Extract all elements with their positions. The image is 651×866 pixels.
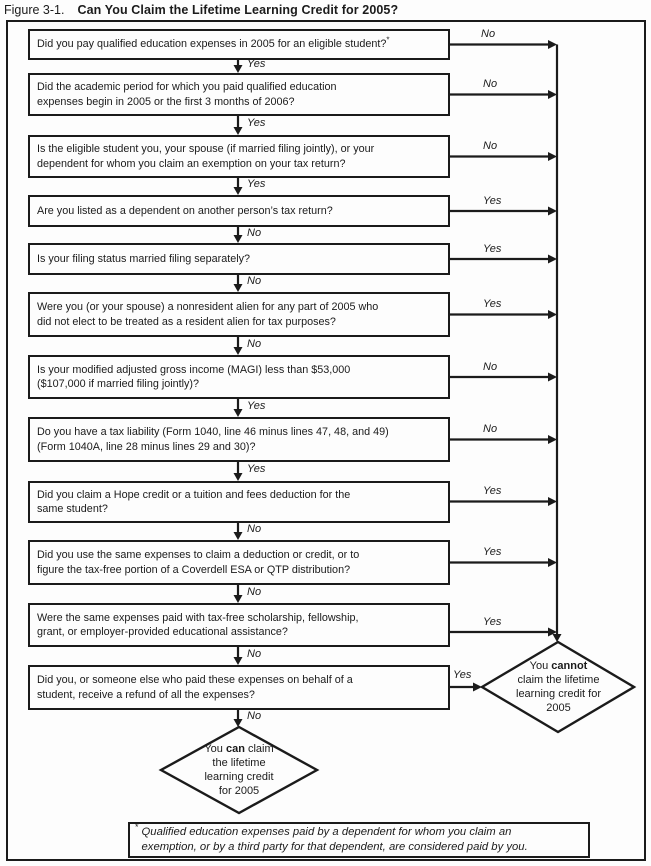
down-label-11: No: [247, 648, 262, 660]
footnote-text: Qualified education expenses paid by a d…: [141, 826, 528, 853]
question-text: Did you claim a Hope credit or a tuition…: [37, 488, 351, 516]
side-arrow-5: [450, 254, 557, 264]
down-label-2: Yes: [247, 117, 266, 129]
outcome-can-text: You can claim the lifetime learning cred…: [204, 743, 274, 797]
figure-title: Figure 3-1. Can You Claim the Lifetime Le…: [4, 3, 398, 17]
down-arrow-1: [233, 60, 243, 73]
question-box-4: Are you listed as a dependent on another…: [28, 195, 450, 227]
question-box-11: Were the same expenses paid with tax-fre…: [28, 603, 450, 647]
flowchart-frame: [6, 20, 646, 861]
down-arrow-2: [233, 116, 243, 135]
side-arrow-12: [450, 682, 482, 692]
side-arrow-8: [450, 435, 557, 444]
outcome-can-diamond: [158, 725, 320, 815]
down-label-5: No: [247, 275, 262, 287]
side-label-10: Yes: [483, 546, 502, 558]
side-label-3: No: [483, 140, 498, 152]
down-arrow-8: [233, 462, 243, 481]
down-label-4: No: [247, 227, 262, 239]
question-text: Did you use the same expenses to claim a…: [37, 549, 360, 576]
question-text: Are you listed as a dependent on another…: [37, 204, 333, 217]
down-label-7: Yes: [247, 400, 266, 412]
side-arrow-10: [450, 558, 557, 567]
side-label-7: No: [483, 361, 498, 373]
question-text: Did the academic period for which you pa…: [37, 81, 337, 108]
question-box-8: Do you have a tax liability (Form 1040, …: [28, 417, 450, 462]
question-box-10: Did you use the same expenses to claim a…: [28, 540, 450, 585]
side-label-12: Yes: [453, 669, 472, 681]
side-label-4: Yes: [483, 195, 502, 207]
outcome-cannot-text: You cannot claim the lifetime learning c…: [516, 660, 601, 714]
down-label-12: No: [247, 710, 262, 722]
question-box-6: Were you (or your spouse) a nonresident …: [28, 292, 450, 337]
footnote-box: * Qualified education expenses paid by a…: [128, 822, 590, 858]
question-box-9: Did you claim a Hope credit or a tuition…: [28, 481, 450, 523]
footnote-marker: *: [386, 35, 390, 45]
down-arrow-12: [233, 710, 243, 727]
side-arrow-11: [450, 627, 557, 637]
question-text: Is the eligible student you, your spouse…: [37, 143, 375, 170]
down-label-1: Yes: [247, 58, 266, 70]
side-label-9: Yes: [483, 485, 502, 497]
side-arrow-2: [450, 90, 557, 99]
down-label-10: No: [247, 586, 262, 598]
down-arrow-3: [233, 178, 243, 195]
question-text: Do you have a tax liability (Form 1040, …: [37, 426, 389, 453]
question-box-12: Did you, or someone else who paid these …: [28, 665, 450, 710]
down-label-8: Yes: [247, 463, 266, 475]
down-arrow-7: [233, 399, 243, 417]
down-arrow-5: [233, 275, 243, 292]
figure-heading: Can You Claim the Lifetime Learning Cred…: [77, 3, 399, 17]
side-arrow-9: [450, 497, 557, 506]
question-text: Is your modified adjusted gross income (…: [37, 363, 351, 391]
side-arrow-6: [450, 310, 557, 319]
down-arrow-11: [233, 647, 243, 665]
side-label-5: Yes: [483, 243, 502, 255]
outcome-cannot-diamond: [479, 640, 637, 734]
side-label-6: Yes: [483, 298, 502, 310]
collector-line: [552, 44, 562, 642]
side-label-2: No: [483, 78, 498, 90]
down-label-9: No: [247, 523, 262, 535]
question-box-1: Did you pay qualified education expenses…: [28, 29, 450, 60]
down-label-3: Yes: [247, 178, 266, 190]
side-arrow-3: [450, 152, 557, 161]
question-box-5: Is your filing status married filing sep…: [28, 243, 450, 275]
down-arrow-10: [233, 585, 243, 603]
down-label-6: No: [247, 338, 262, 350]
side-label-11: Yes: [483, 616, 502, 628]
side-arrow-7: [450, 372, 557, 382]
question-text: Were the same expenses paid with tax-fre…: [37, 611, 359, 639]
side-label-1: No: [481, 28, 496, 40]
question-text: Did you pay qualified education expenses…: [37, 35, 390, 51]
question-box-7: Is your modified adjusted gross income (…: [28, 355, 450, 399]
side-label-8: No: [483, 423, 498, 435]
question-box-2: Did the academic period for which you pa…: [28, 73, 450, 116]
down-arrow-4: [233, 227, 243, 243]
down-arrow-6: [233, 337, 243, 355]
question-text: Did you, or someone else who paid these …: [37, 674, 353, 701]
question-text: Is your filing status married filing sep…: [37, 252, 251, 265]
side-arrow-1: [450, 40, 557, 49]
figure-number: Figure 3-1.: [4, 3, 65, 17]
question-text: Were you (or your spouse) a nonresident …: [37, 301, 379, 328]
question-box-3: Is the eligible student you, your spouse…: [28, 135, 450, 178]
down-arrow-9: [233, 523, 243, 540]
side-arrow-4: [450, 206, 557, 216]
